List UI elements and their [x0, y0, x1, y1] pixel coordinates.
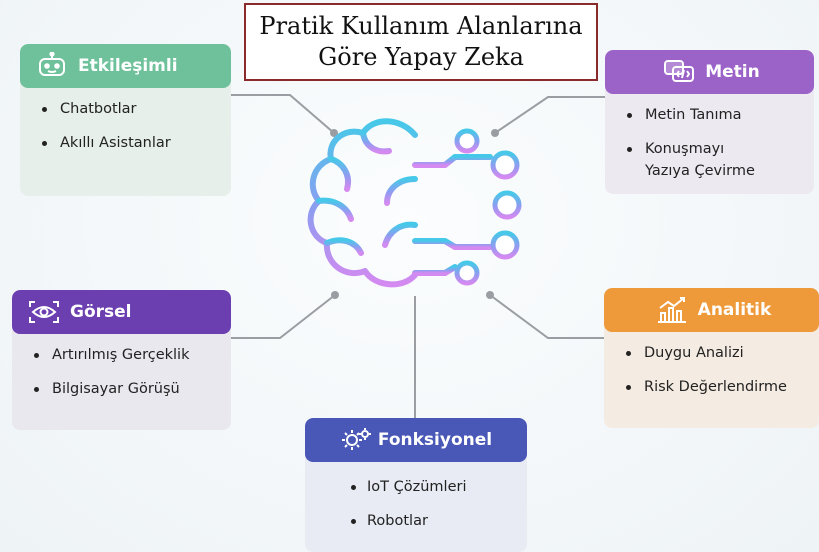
eye-scan-icon: [24, 297, 64, 327]
card-metin: Metin Metin Tanıma Konuşmayı Yazıya Çevi…: [605, 50, 814, 194]
card-fonksiyonel-header: Fonksiyonel: [305, 418, 527, 462]
list-item: Duygu Analizi: [604, 342, 819, 364]
list-item: Konuşmayı: [605, 138, 814, 160]
card-etkilesimli-header: Etkileşimli: [20, 44, 231, 88]
title-line-2: Göre Yapay Zeka: [318, 43, 524, 71]
list-item: IoT Çözümleri: [305, 476, 527, 498]
card-fonksiyonel-title: Fonksiyonel: [377, 430, 493, 450]
card-fonksiyonel: Fonksiyonel IoT Çözümleri Robotlar: [305, 418, 527, 552]
list-item: Robotlar: [305, 510, 527, 532]
list-item: Bilgisayar Görüşü: [12, 378, 231, 400]
list-item: Akıllı Asistanlar: [20, 132, 231, 154]
connector-analitik: [489, 294, 604, 339]
card-gorsel: Görsel Artırılmış Gerçeklik Bilgisayar G…: [12, 290, 231, 430]
diagram-title: Pratik Kullanım Alanlarına Göre Yapay Ze…: [244, 3, 598, 81]
brain-circuit-icon: [307, 100, 522, 293]
title-line-1: Pratik Kullanım Alanlarına: [259, 12, 583, 40]
bar-chart-icon: [652, 295, 692, 325]
list-item: Chatbotlar: [20, 98, 231, 120]
list-item: Risk Değerlendirme: [604, 376, 819, 398]
card-gorsel-title: Görsel: [70, 302, 132, 322]
card-analitik-header: Analitik: [604, 288, 819, 332]
list-item: Artırılmış Gerçeklik: [12, 344, 231, 366]
connector-gorsel: [231, 294, 336, 339]
connector-etkilesimli: [231, 94, 335, 134]
list-item: Yazıya Çevirme: [645, 163, 755, 179]
connector-metin: [494, 96, 605, 134]
gears-icon: [340, 425, 372, 455]
card-metin-title: Metin: [705, 62, 760, 82]
card-metin-header: Metin: [605, 50, 814, 94]
card-analitik-title: Analitik: [697, 300, 772, 320]
chatbot-icon: [32, 51, 72, 81]
card-etkilesimli-title: Etkileşimli: [78, 56, 178, 76]
card-gorsel-header: Görsel: [12, 290, 231, 334]
list-item: Metin Tanıma: [605, 104, 814, 126]
card-analitik: Analitik Duygu Analizi Risk Değerlendirm…: [604, 288, 819, 428]
code-chat-icon: [659, 57, 699, 87]
card-etkilesimli: Etkileşimli Chatbotlar Akıllı Asistanlar: [20, 44, 231, 196]
